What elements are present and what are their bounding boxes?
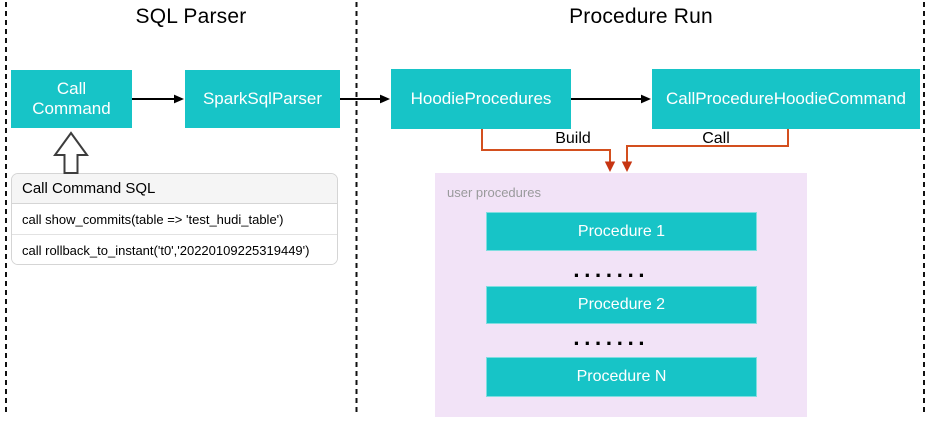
user-procedures-container: user procedures Procedure 1 ....... Proc…: [435, 173, 807, 417]
node-call-command-label: Call Command: [32, 79, 111, 118]
ellipsis-2: .......: [573, 329, 649, 350]
up-arrow-sql-to-callcommand-icon: [53, 131, 89, 174]
arrow-callcommand-to-sparksqlparser-icon: [132, 94, 184, 104]
edge-label-build: Build: [555, 130, 591, 147]
ellipsis-1: .......: [573, 261, 649, 282]
arrow-hoodieprocedures-to-callprocedurehoodiecommand-icon: [571, 94, 651, 104]
user-procedures-label: user procedures: [447, 185, 541, 200]
orange-call-connector-icon: [621, 129, 789, 172]
node-spark-sql-parser: SparkSqlParser: [185, 70, 340, 128]
procedure-1-row: Procedure 1: [486, 212, 757, 251]
sql-row-rollback-to-instant: call rollback_to_instant('t0','202201092…: [12, 235, 337, 264]
node-spark-sql-parser-label: SparkSqlParser: [202, 89, 323, 108]
node-hoodie-procedures-label: HoodieProcedures: [410, 89, 552, 108]
edge-label-call: Call: [702, 130, 730, 147]
panel-title-procedure-run: Procedure Run: [569, 5, 713, 28]
node-call-procedure-hoodie-command-label: CallProcedureHoodieCommand: [665, 89, 906, 108]
panel-title-sql-parser: SQL Parser: [135, 5, 247, 28]
node-call-command: Call Command: [11, 70, 132, 128]
call-command-sql-table: Call Command SQL call show_commits(table…: [11, 173, 338, 265]
arrow-sparksqlparser-to-hoodieprocedures-icon: [340, 94, 390, 104]
call-command-sql-table-header: Call Command SQL: [12, 174, 337, 204]
sql-row-show-commits: call show_commits(table => 'test_hudi_ta…: [12, 204, 337, 235]
procedure-2-row: Procedure 2: [486, 286, 757, 324]
procedure-n-row: Procedure N: [486, 357, 757, 397]
node-hoodie-procedures: HoodieProcedures: [391, 69, 571, 129]
orange-build-connector-icon: [481, 129, 616, 172]
node-call-procedure-hoodie-command: CallProcedureHoodieCommand: [652, 69, 920, 129]
